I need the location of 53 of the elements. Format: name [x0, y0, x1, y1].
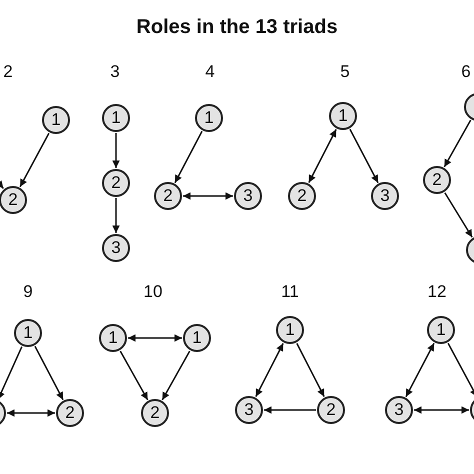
arrow [447, 342, 474, 398]
arrow [7, 409, 55, 417]
node-circle: 1 [427, 316, 455, 344]
arrow [405, 342, 435, 398]
node-circle: 2 [288, 182, 316, 210]
triad-number: 10 [144, 282, 162, 302]
arrow [183, 192, 233, 200]
arrow [444, 120, 472, 168]
arrow [19, 132, 50, 188]
node-circle: 2 [423, 166, 451, 194]
arrow [112, 198, 120, 233]
node-circle: 3 [234, 182, 262, 210]
arrow [308, 129, 337, 183]
arrow [349, 128, 379, 184]
arrow [128, 334, 182, 342]
triad-number: 2 [3, 62, 13, 82]
triad-number: 6 [461, 62, 471, 82]
node-circle: 1 [183, 324, 211, 352]
node-circle: 1 [195, 104, 223, 132]
arrow [264, 406, 316, 414]
node-circle: 3 [371, 182, 399, 210]
node-circle: 3 [235, 396, 263, 424]
arrow [120, 350, 148, 400]
node-circle: 2 [317, 396, 345, 424]
arrow [162, 350, 190, 400]
node-circle: 1 [276, 316, 304, 344]
node-circle: 1 [14, 319, 42, 347]
node-circle: 1 [329, 102, 357, 130]
node-circle: 3 [385, 396, 413, 424]
node-circle: 2 [102, 169, 130, 197]
triad-number: 5 [340, 62, 350, 82]
triad-number: 11 [281, 282, 299, 302]
node-circle: 2 [154, 182, 182, 210]
triad-number: 9 [23, 282, 33, 302]
node-circle: 3 [102, 234, 130, 262]
node-circle: 2 [56, 399, 84, 427]
triad-number: 3 [110, 62, 120, 82]
node-circle: 2 [0, 186, 27, 214]
node-circle: 2 [141, 399, 169, 427]
diagram-title: Roles in the 13 triads [135, 16, 339, 39]
node-circle: 1 [42, 106, 70, 134]
arrow [0, 346, 23, 400]
arrow [296, 343, 325, 397]
triad-number: 4 [205, 62, 215, 82]
arrow [174, 130, 203, 184]
arrow [255, 343, 284, 397]
arrow [34, 346, 64, 400]
arrow [112, 133, 120, 168]
node-circle: 1 [102, 104, 130, 132]
arrow [444, 192, 473, 238]
node-circle: 1 [99, 324, 127, 352]
arrow [414, 406, 469, 414]
triad-number: 12 [428, 282, 446, 302]
